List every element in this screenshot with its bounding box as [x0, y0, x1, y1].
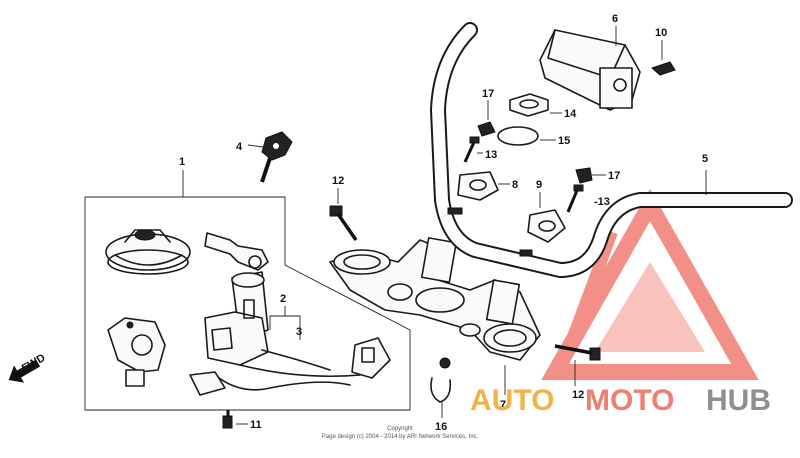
ignition-key-in-switch — [204, 232, 269, 271]
fwd-label: FWD — [20, 352, 48, 375]
watermark-part-auto: AUTO — [470, 384, 554, 417]
watermark-part-hub: HUB — [706, 384, 771, 417]
callout-15: 15 — [558, 135, 570, 147]
bolt-cap-17b-part — [575, 167, 593, 184]
callout-11: 11 — [250, 419, 262, 431]
key-part — [260, 131, 293, 183]
callout-4: 4 — [236, 141, 243, 153]
callout-12-top: 12 — [332, 175, 344, 187]
callout-8: 8 — [512, 179, 518, 191]
bolt-12-top-part — [329, 205, 358, 241]
bolt-12-right-part — [554, 344, 601, 361]
top-bridge-part — [329, 237, 541, 361]
bolt-13a-part — [463, 136, 480, 163]
callout-17-top: 17 — [482, 88, 494, 100]
callout-5: 5 — [702, 153, 708, 165]
copyright-line-1: Copyright — [387, 426, 413, 432]
wire-harness-part — [189, 337, 391, 396]
callout-7: 7 — [500, 399, 506, 411]
callout-12-right: 12 — [572, 389, 584, 401]
switch-housing-part — [539, 29, 641, 111]
callout-13-left: 13 — [485, 149, 497, 161]
callout-13-right: -13 — [594, 196, 610, 208]
callout-2: 2 — [280, 293, 286, 305]
grommet-part — [105, 229, 191, 275]
callout-1: 1 — [179, 156, 185, 168]
handlebar-holder-8-part — [457, 171, 499, 201]
callout-17-right: 17 — [608, 170, 620, 182]
copyright-line-2: Page design (c) 2004 - 2014 by ARI Netwo… — [322, 434, 479, 440]
ignition-switch-part — [204, 271, 269, 366]
bolt-11-part — [222, 410, 233, 429]
callout-3: 3 — [296, 326, 302, 338]
clip-part-10 — [651, 61, 676, 76]
bolt-cap-17a-part — [477, 121, 496, 137]
nut-part — [509, 93, 549, 117]
callout-14: 14 — [564, 108, 577, 120]
lock-housing-part — [107, 317, 166, 387]
washer-part — [497, 126, 539, 146]
bolt-13b-part — [566, 184, 584, 213]
watermark-logo-icon — [541, 188, 759, 380]
clamp-part — [430, 357, 452, 403]
callout-10: 10 — [655, 27, 667, 39]
callout-9: 9 — [536, 179, 542, 191]
watermark-part-moto: MOTO — [585, 384, 674, 417]
callout-16: 16 — [435, 421, 447, 433]
fwd-arrow-icon — [8, 359, 41, 383]
handlebar-part — [430, 22, 793, 278]
handlebar-holder-9-part — [527, 209, 566, 243]
part-1-group-box — [84, 196, 411, 411]
watermark-text: AUTO MOTO HUB — [470, 384, 771, 417]
callout-6: 6 — [612, 13, 618, 25]
